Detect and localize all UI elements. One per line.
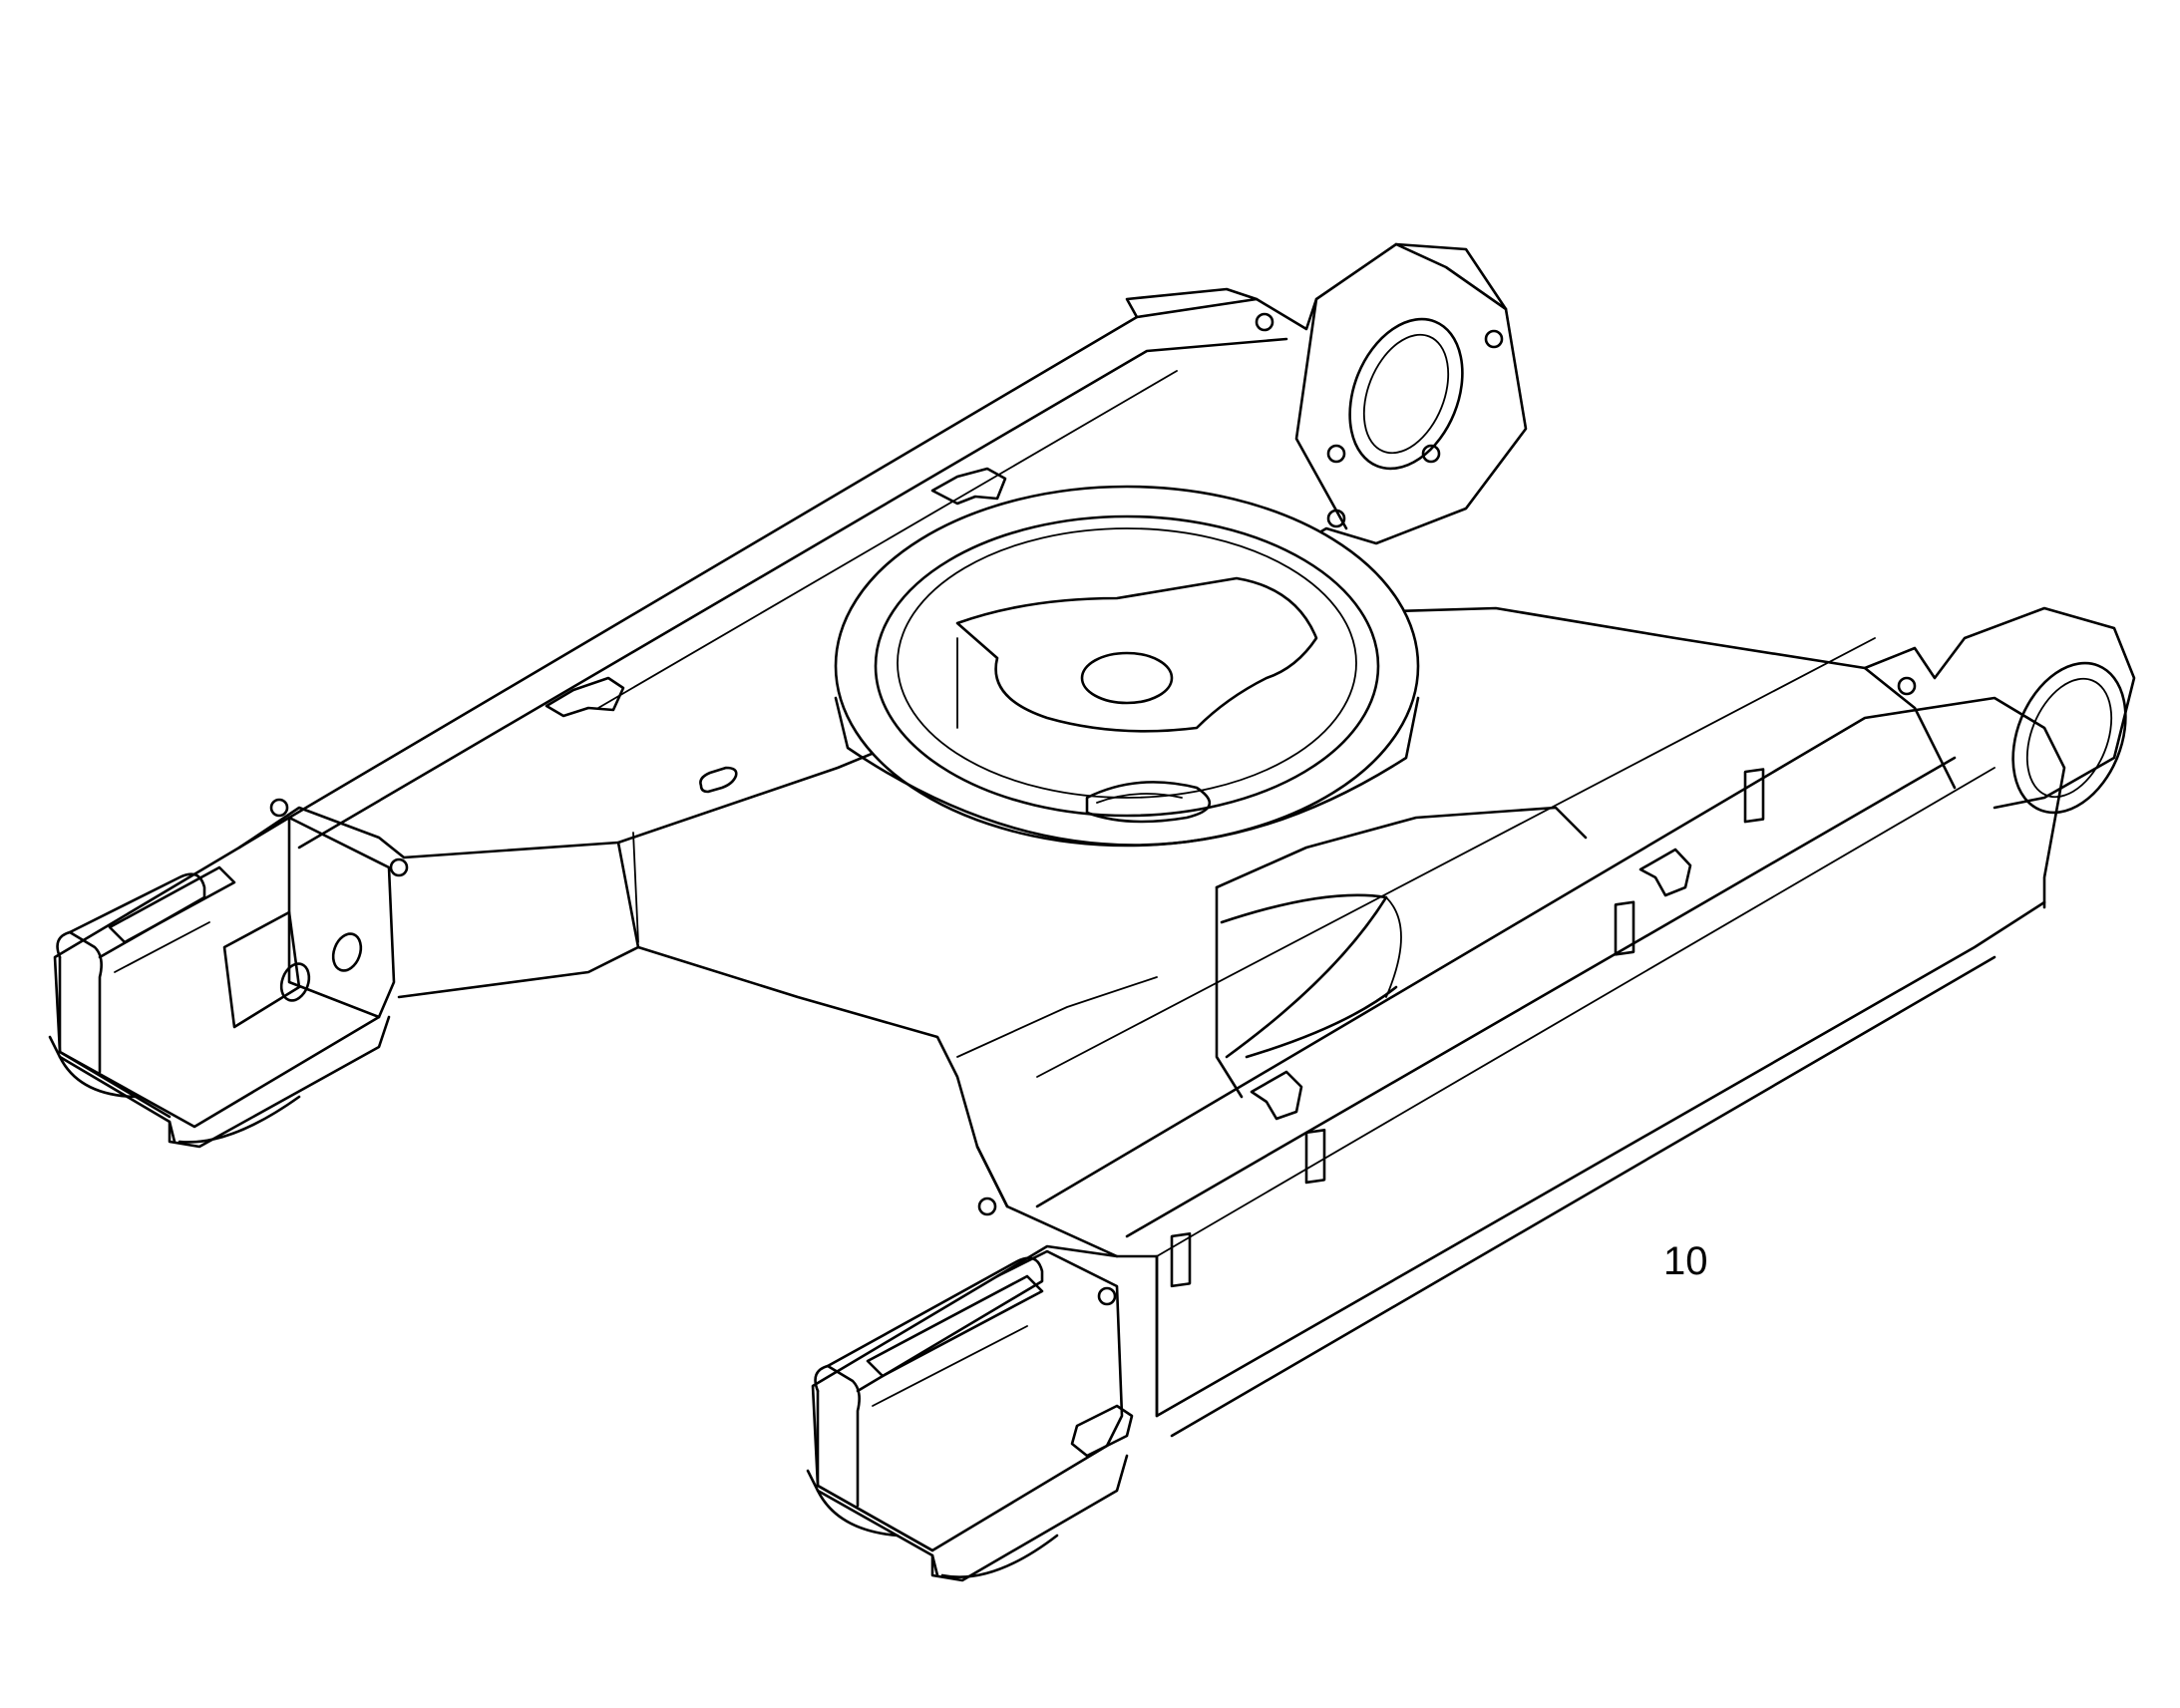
part-callout-10: 10 xyxy=(1663,1239,1708,1283)
access-pads xyxy=(1170,768,1765,1288)
right-front-end xyxy=(806,1145,1159,1582)
lower-side-frame xyxy=(1035,606,2136,1458)
left-front-end xyxy=(48,798,409,1149)
upper-side-frame xyxy=(287,242,1528,850)
center-body xyxy=(397,485,1957,1208)
